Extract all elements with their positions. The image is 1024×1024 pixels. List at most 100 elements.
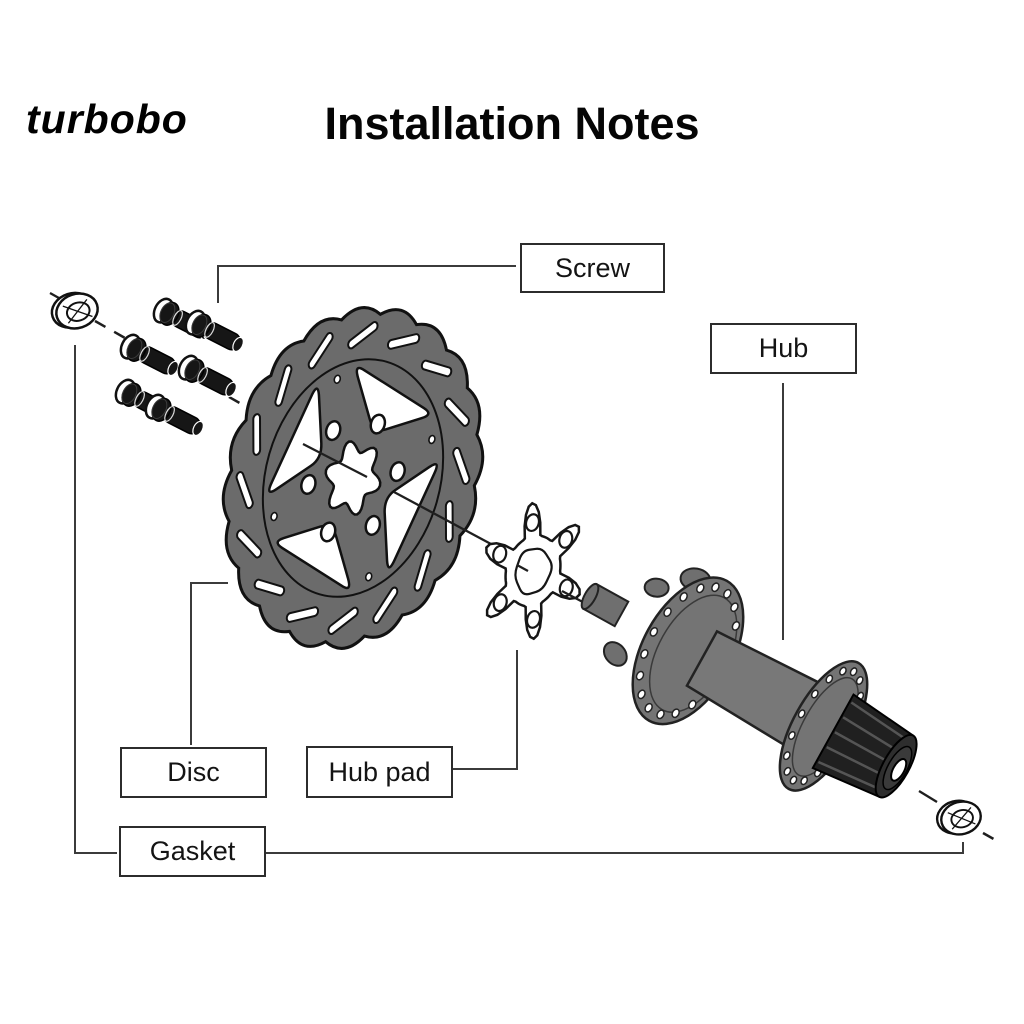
spoke-hole <box>640 649 649 659</box>
brand-logo: turbobo <box>26 96 188 142</box>
spoke-hole <box>711 582 720 593</box>
axis-dash-after-gasket <box>982 831 1000 844</box>
rotor-bolt-hole <box>364 514 382 536</box>
spoke-hole <box>855 675 864 685</box>
rotor-slot <box>347 320 378 350</box>
leader-line-gasket-right <box>266 842 964 854</box>
page-title: Installation Notes <box>324 98 700 149</box>
hub-mount-tab <box>602 641 628 667</box>
spoke-hole <box>783 766 792 776</box>
spoke-hole <box>839 666 847 676</box>
screw-part <box>173 350 243 405</box>
rotor-bolt-hole <box>369 413 387 435</box>
label-box-screw: Screw <box>520 243 665 293</box>
hub-pad-part <box>466 494 600 647</box>
hub-pad-bolt-hole <box>492 593 509 613</box>
rotor-cutouts <box>249 353 457 602</box>
rotor-slot <box>253 413 260 455</box>
rotor-bolt-hole <box>388 461 406 483</box>
screw-part <box>180 305 250 360</box>
screw-part <box>115 329 185 384</box>
rotor-slot <box>388 333 419 349</box>
label-box-gasket: Gasket <box>119 826 266 877</box>
axis-dash-in-pad <box>516 563 529 573</box>
rotor-bolt-holes <box>288 399 418 557</box>
label-box-hub: Hub <box>710 323 857 374</box>
hub-axle-cap <box>580 582 600 611</box>
hub-part <box>580 567 918 799</box>
hub-pad-bolt-hole <box>491 544 508 564</box>
freehub-spline <box>817 760 882 791</box>
freehub-spline <box>850 701 909 742</box>
rotor-bolt-hole <box>299 473 317 495</box>
axis-line-rotor <box>302 442 368 479</box>
rotor-slot <box>274 364 292 406</box>
spoke-hole <box>810 689 819 699</box>
screw-part <box>140 389 210 444</box>
axis-line-hub-to-gasket <box>918 790 938 803</box>
hub-pad-bolt-holes <box>477 506 590 635</box>
disc-rotor-part <box>184 276 522 681</box>
freehub-spline <box>826 745 889 779</box>
rotor-slot <box>236 470 254 509</box>
leader-line-gasket-left <box>74 345 117 854</box>
leader-line-disc <box>190 582 228 745</box>
spoke-hole <box>723 588 732 599</box>
label-gasket-text: Gasket <box>149 836 236 866</box>
rotor-slot <box>307 331 334 370</box>
spoke-hole <box>731 621 741 631</box>
label-hub-text: Hub <box>758 333 809 363</box>
rotor-rivets <box>261 368 444 587</box>
gasket-right-part <box>932 794 986 841</box>
rotor-cutout <box>269 384 337 502</box>
leader-line-hub-pad <box>452 650 518 770</box>
hub-pad-center-opening <box>510 544 556 599</box>
label-disc-text: Disc <box>167 757 220 787</box>
spoke-hole <box>656 709 665 720</box>
spoke-hole <box>797 709 806 719</box>
spoke-hole <box>637 689 646 700</box>
rotor-slot <box>287 607 318 623</box>
gasket-left-part <box>46 285 104 337</box>
spoke-hole <box>679 592 688 602</box>
spoke-hole <box>649 626 659 637</box>
rotor-inner-band-edge <box>236 338 470 619</box>
rotor-slot <box>236 528 263 559</box>
axis-line-rotor-to-pad <box>393 490 505 553</box>
rotor-slot <box>421 360 453 377</box>
freehub-axle-hole <box>890 758 908 782</box>
rotor-bolt-hole <box>319 521 337 543</box>
spoke-hole <box>787 730 796 740</box>
rotor-slot <box>414 549 432 591</box>
spoke-hole <box>696 583 705 594</box>
hub-pad-bolt-hole <box>557 530 574 550</box>
rotor-slot <box>372 586 399 625</box>
rotor-rivet-hole <box>365 572 373 581</box>
spoke-hole <box>688 699 697 710</box>
spoke-hole <box>730 602 739 613</box>
hub-pad-bolt-hole <box>525 610 542 630</box>
rotor-slots <box>200 295 506 661</box>
spoke-hole <box>782 751 791 761</box>
rotor-center-opening <box>316 437 389 519</box>
rotor-cutout <box>369 454 437 572</box>
rotor-slot <box>452 446 470 485</box>
spoke-hole <box>635 670 645 681</box>
hub-mount-tab <box>643 577 670 598</box>
spoke-hole <box>644 702 653 713</box>
rotor-bolt-hole <box>324 420 342 442</box>
rotor-rivet-hole <box>270 512 278 521</box>
label-hub-pad-text: Hub pad <box>328 756 431 787</box>
label-box-hub-pad: Hub pad <box>306 746 453 798</box>
spoke-hole <box>663 607 672 618</box>
freehub-spline <box>842 716 902 755</box>
hub-pad-bolt-hole <box>524 513 541 533</box>
label-screw-text: Screw <box>554 252 630 283</box>
spoke-hole <box>671 708 680 719</box>
spoke-hole <box>800 776 809 786</box>
leader-line-screw <box>217 265 516 303</box>
spoke-hole <box>789 775 798 785</box>
label-box-disc: Disc <box>120 747 267 798</box>
spoke-hole <box>849 667 858 677</box>
